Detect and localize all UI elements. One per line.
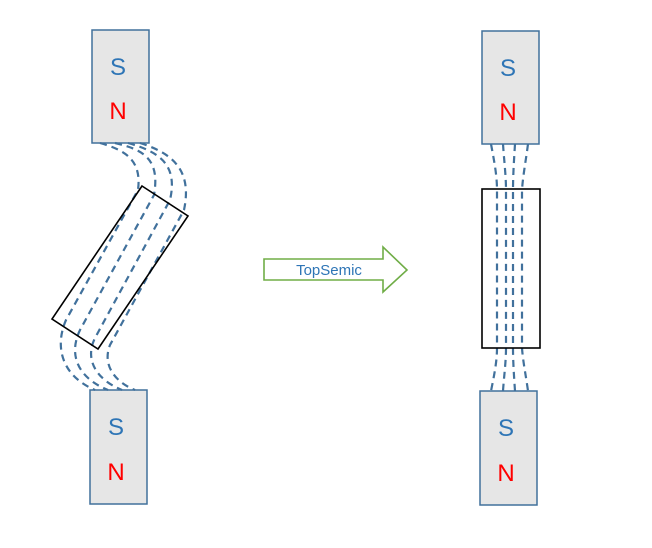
right-field-line-1 <box>489 143 499 392</box>
left-field-line-2 <box>73 141 157 392</box>
right-field-line-3 <box>511 143 517 392</box>
left-bottom-magnet-n-label: N <box>107 459 124 486</box>
arrow-shape <box>263 245 409 294</box>
left-top-magnet <box>91 29 150 144</box>
arrow-label: TopSemic <box>296 262 362 279</box>
left-field-line-4 <box>106 141 188 392</box>
left-field-line-1 <box>59 141 140 392</box>
right-field-lines <box>489 143 530 392</box>
right-top-magnet <box>481 30 540 145</box>
right-bottom-magnet-s-label: S <box>498 415 514 442</box>
right-top-magnet-s-label: S <box>500 55 516 82</box>
right-top-magnet-n-label: N <box>499 99 516 126</box>
right-field-line-4 <box>520 143 530 392</box>
left-top-magnet-n-label: N <box>109 98 126 125</box>
right-bottom-magnet-n-label: N <box>497 460 514 487</box>
left-field-lines <box>59 141 188 392</box>
left-field-line-3 <box>89 141 173 392</box>
left-bottom-magnet <box>89 389 148 505</box>
right-aligned-sample <box>481 188 541 349</box>
left-top-magnet-s-label: S <box>110 54 126 81</box>
right-bottom-magnet <box>479 390 538 506</box>
left-bottom-magnet-s-label: S <box>108 414 124 441</box>
right-field-line-2 <box>501 143 508 392</box>
left-panel: S N S N <box>50 29 190 505</box>
transition-arrow: TopSemic <box>263 245 409 294</box>
right-panel: S N S N <box>479 30 541 506</box>
left-tilted-sample <box>50 184 190 351</box>
